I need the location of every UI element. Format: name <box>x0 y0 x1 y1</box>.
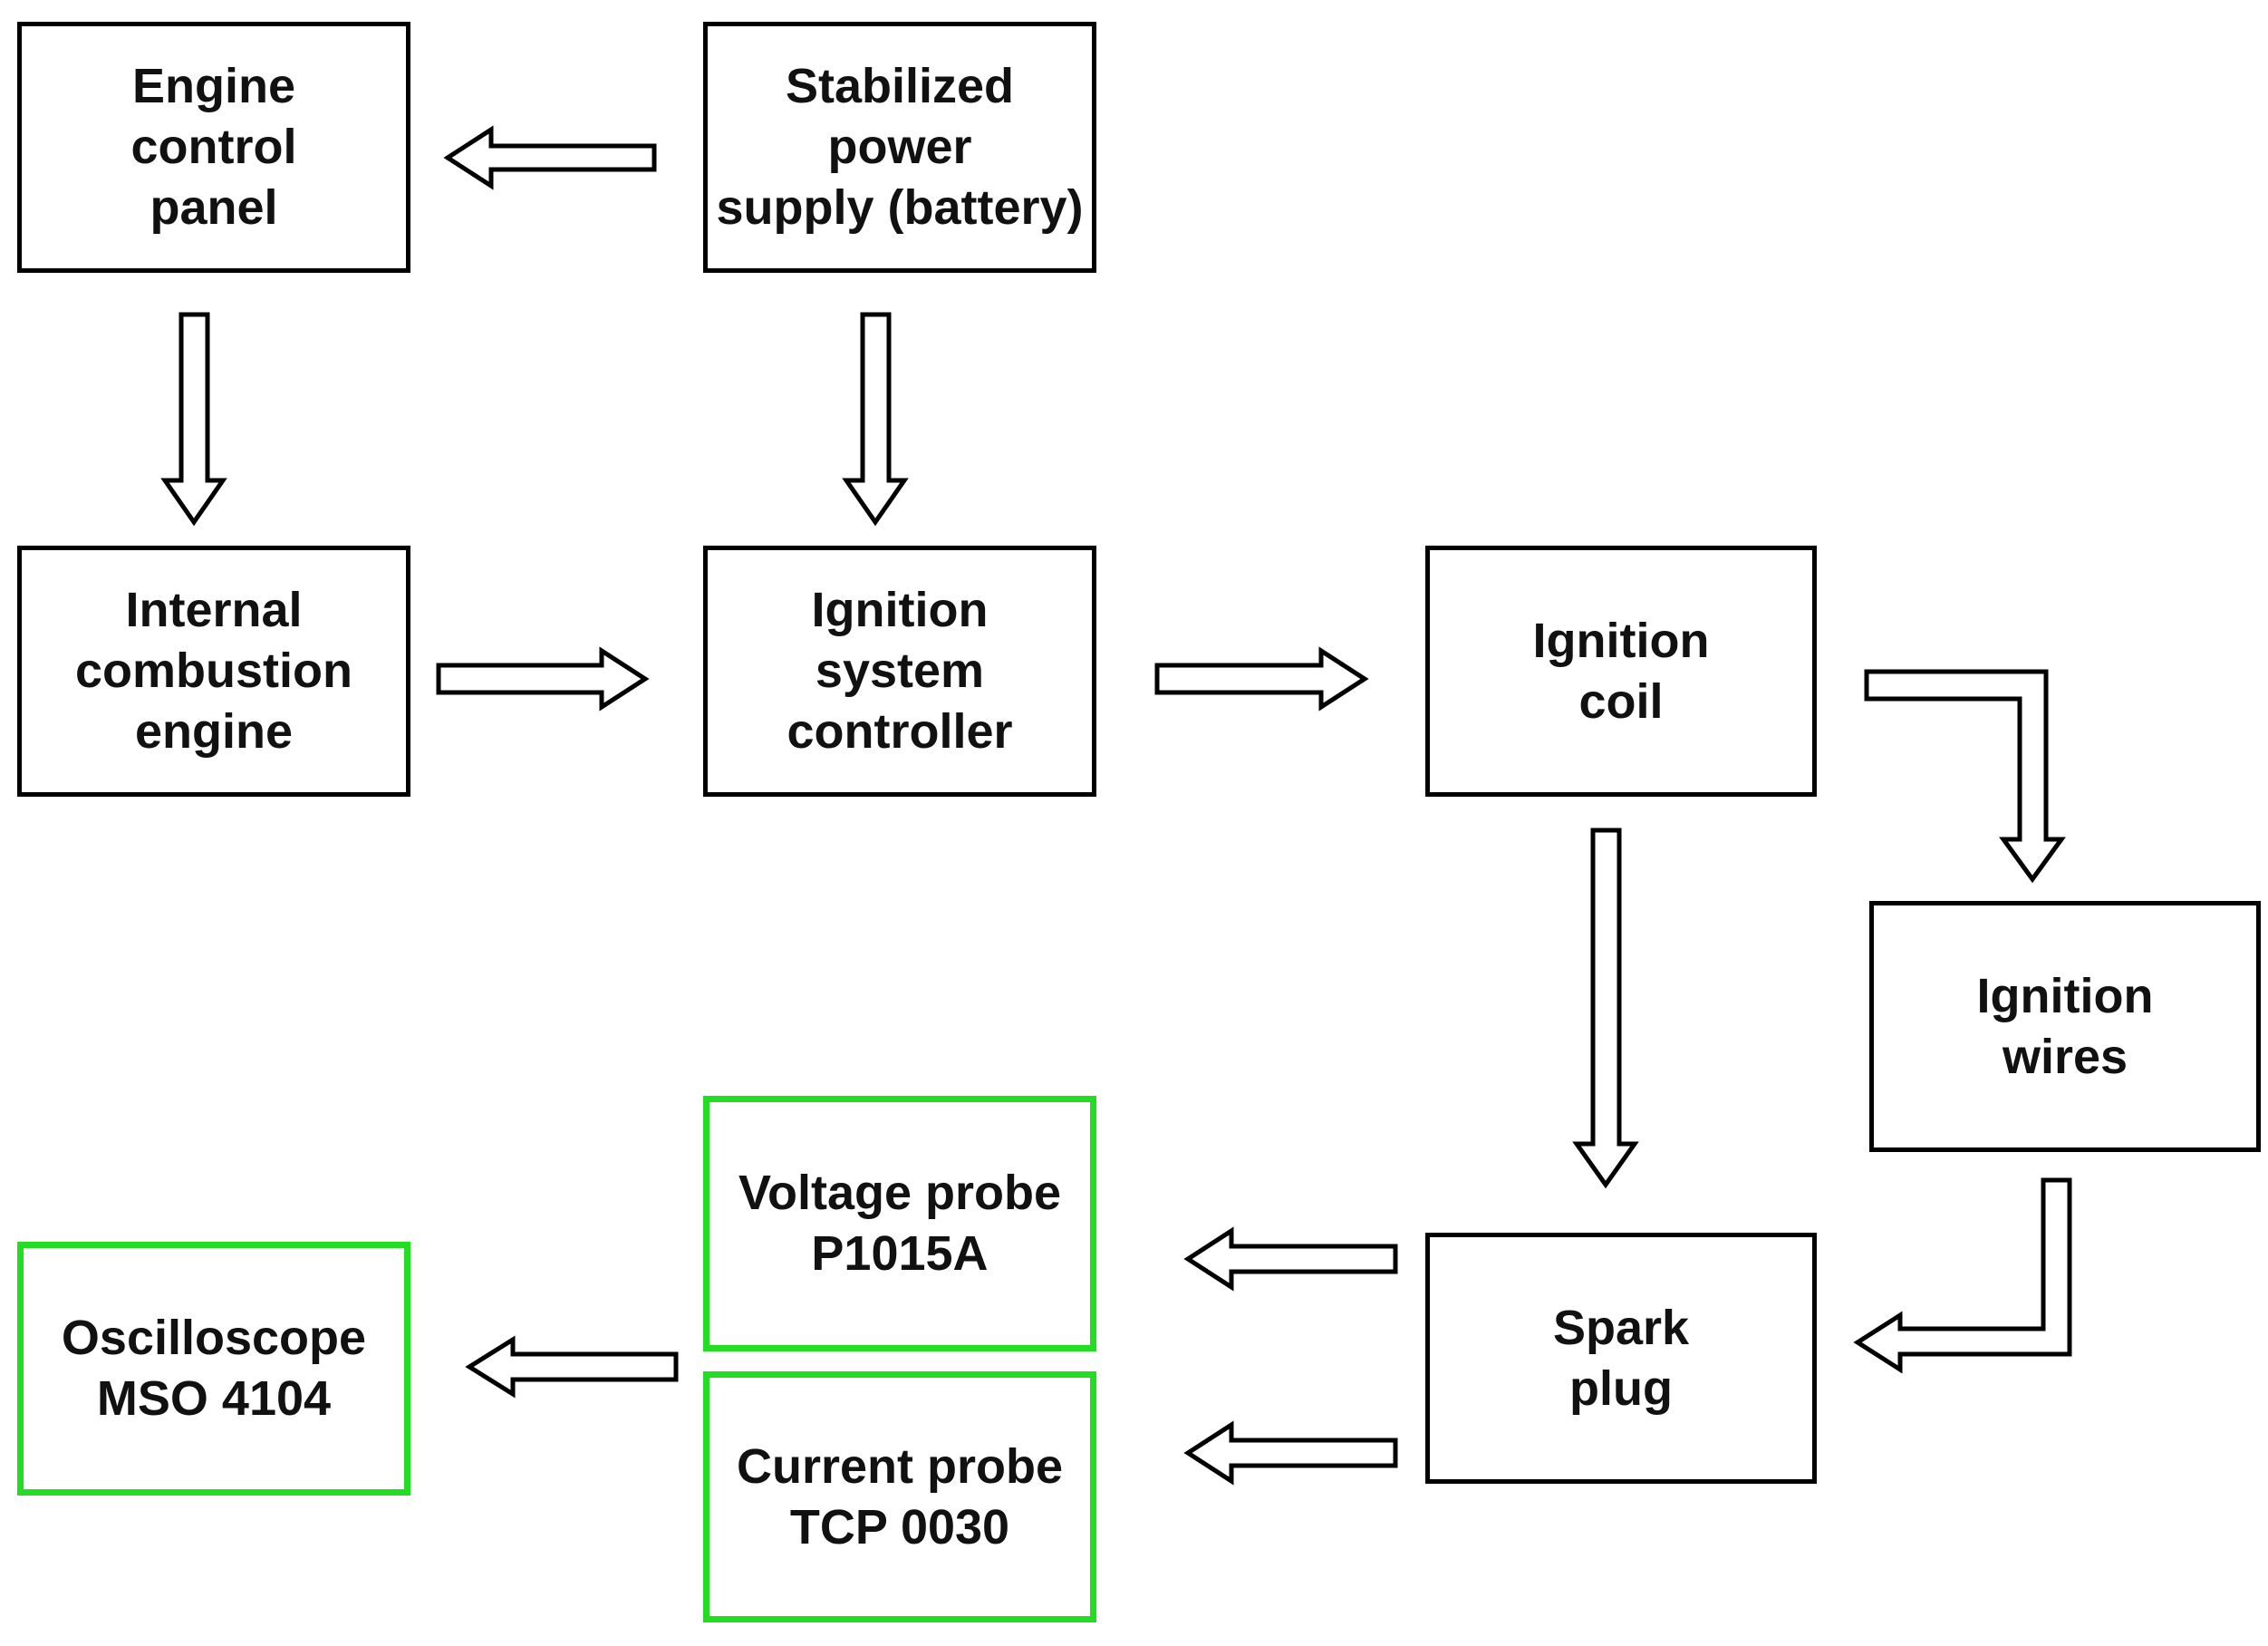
combustion-engine-label: Internal combustion engine <box>75 583 352 759</box>
ignition-controller-label: Ignition system controller <box>787 583 1013 759</box>
current-probe-label: Current probe TCP 0030 <box>736 1438 1064 1554</box>
arrow-probes-to-oscilloscope <box>465 1335 679 1399</box>
voltage-probe-block: Voltage probe P1015A <box>703 1096 1096 1351</box>
arrow-spark-plug-to-current-probe <box>1183 1420 1398 1486</box>
arrow-spark-plug-to-voltage-probe <box>1183 1226 1398 1292</box>
power-supply-block: Stabilized power supply (battery) <box>703 22 1096 273</box>
arrow-coil-to-spark-plug <box>1572 828 1639 1189</box>
arrow-wires-to-spark-plug <box>1853 1177 2072 1374</box>
oscilloscope-label: Oscilloscope MSO 4104 <box>61 1311 367 1426</box>
ignition-coil-label: Ignition coil <box>1532 613 1710 729</box>
engine-control-panel-block: Engine control panel <box>17 22 410 273</box>
arrow-controller-to-coil <box>1154 646 1369 712</box>
arrow-engine-to-controller <box>436 646 650 712</box>
arrow-control-panel-to-engine <box>160 312 227 527</box>
oscilloscope-block: Oscilloscope MSO 4104 <box>17 1242 410 1496</box>
combustion-engine-block: Internal combustion engine <box>17 546 410 797</box>
power-supply-label: Stabilized power supply (battery) <box>716 59 1084 235</box>
arrow-power-to-controller <box>842 312 909 527</box>
ignition-controller-block: Ignition system controller <box>703 546 1096 797</box>
spark-plug-block: Spark plug <box>1425 1233 1817 1484</box>
arrow-power-to-control-panel <box>443 125 657 190</box>
spark-plug-label: Spark plug <box>1552 1300 1690 1416</box>
engine-control-panel-label: Engine control panel <box>130 59 297 235</box>
ignition-wires-block: Ignition wires <box>1869 901 2261 1152</box>
ignition-coil-block: Ignition coil <box>1425 546 1817 797</box>
arrow-coil-to-wires <box>1864 669 2066 884</box>
current-probe-block: Current probe TCP 0030 <box>703 1371 1096 1622</box>
voltage-probe-label: Voltage probe P1015A <box>738 1166 1062 1281</box>
ignition-wires-label: Ignition wires <box>1976 968 2154 1084</box>
